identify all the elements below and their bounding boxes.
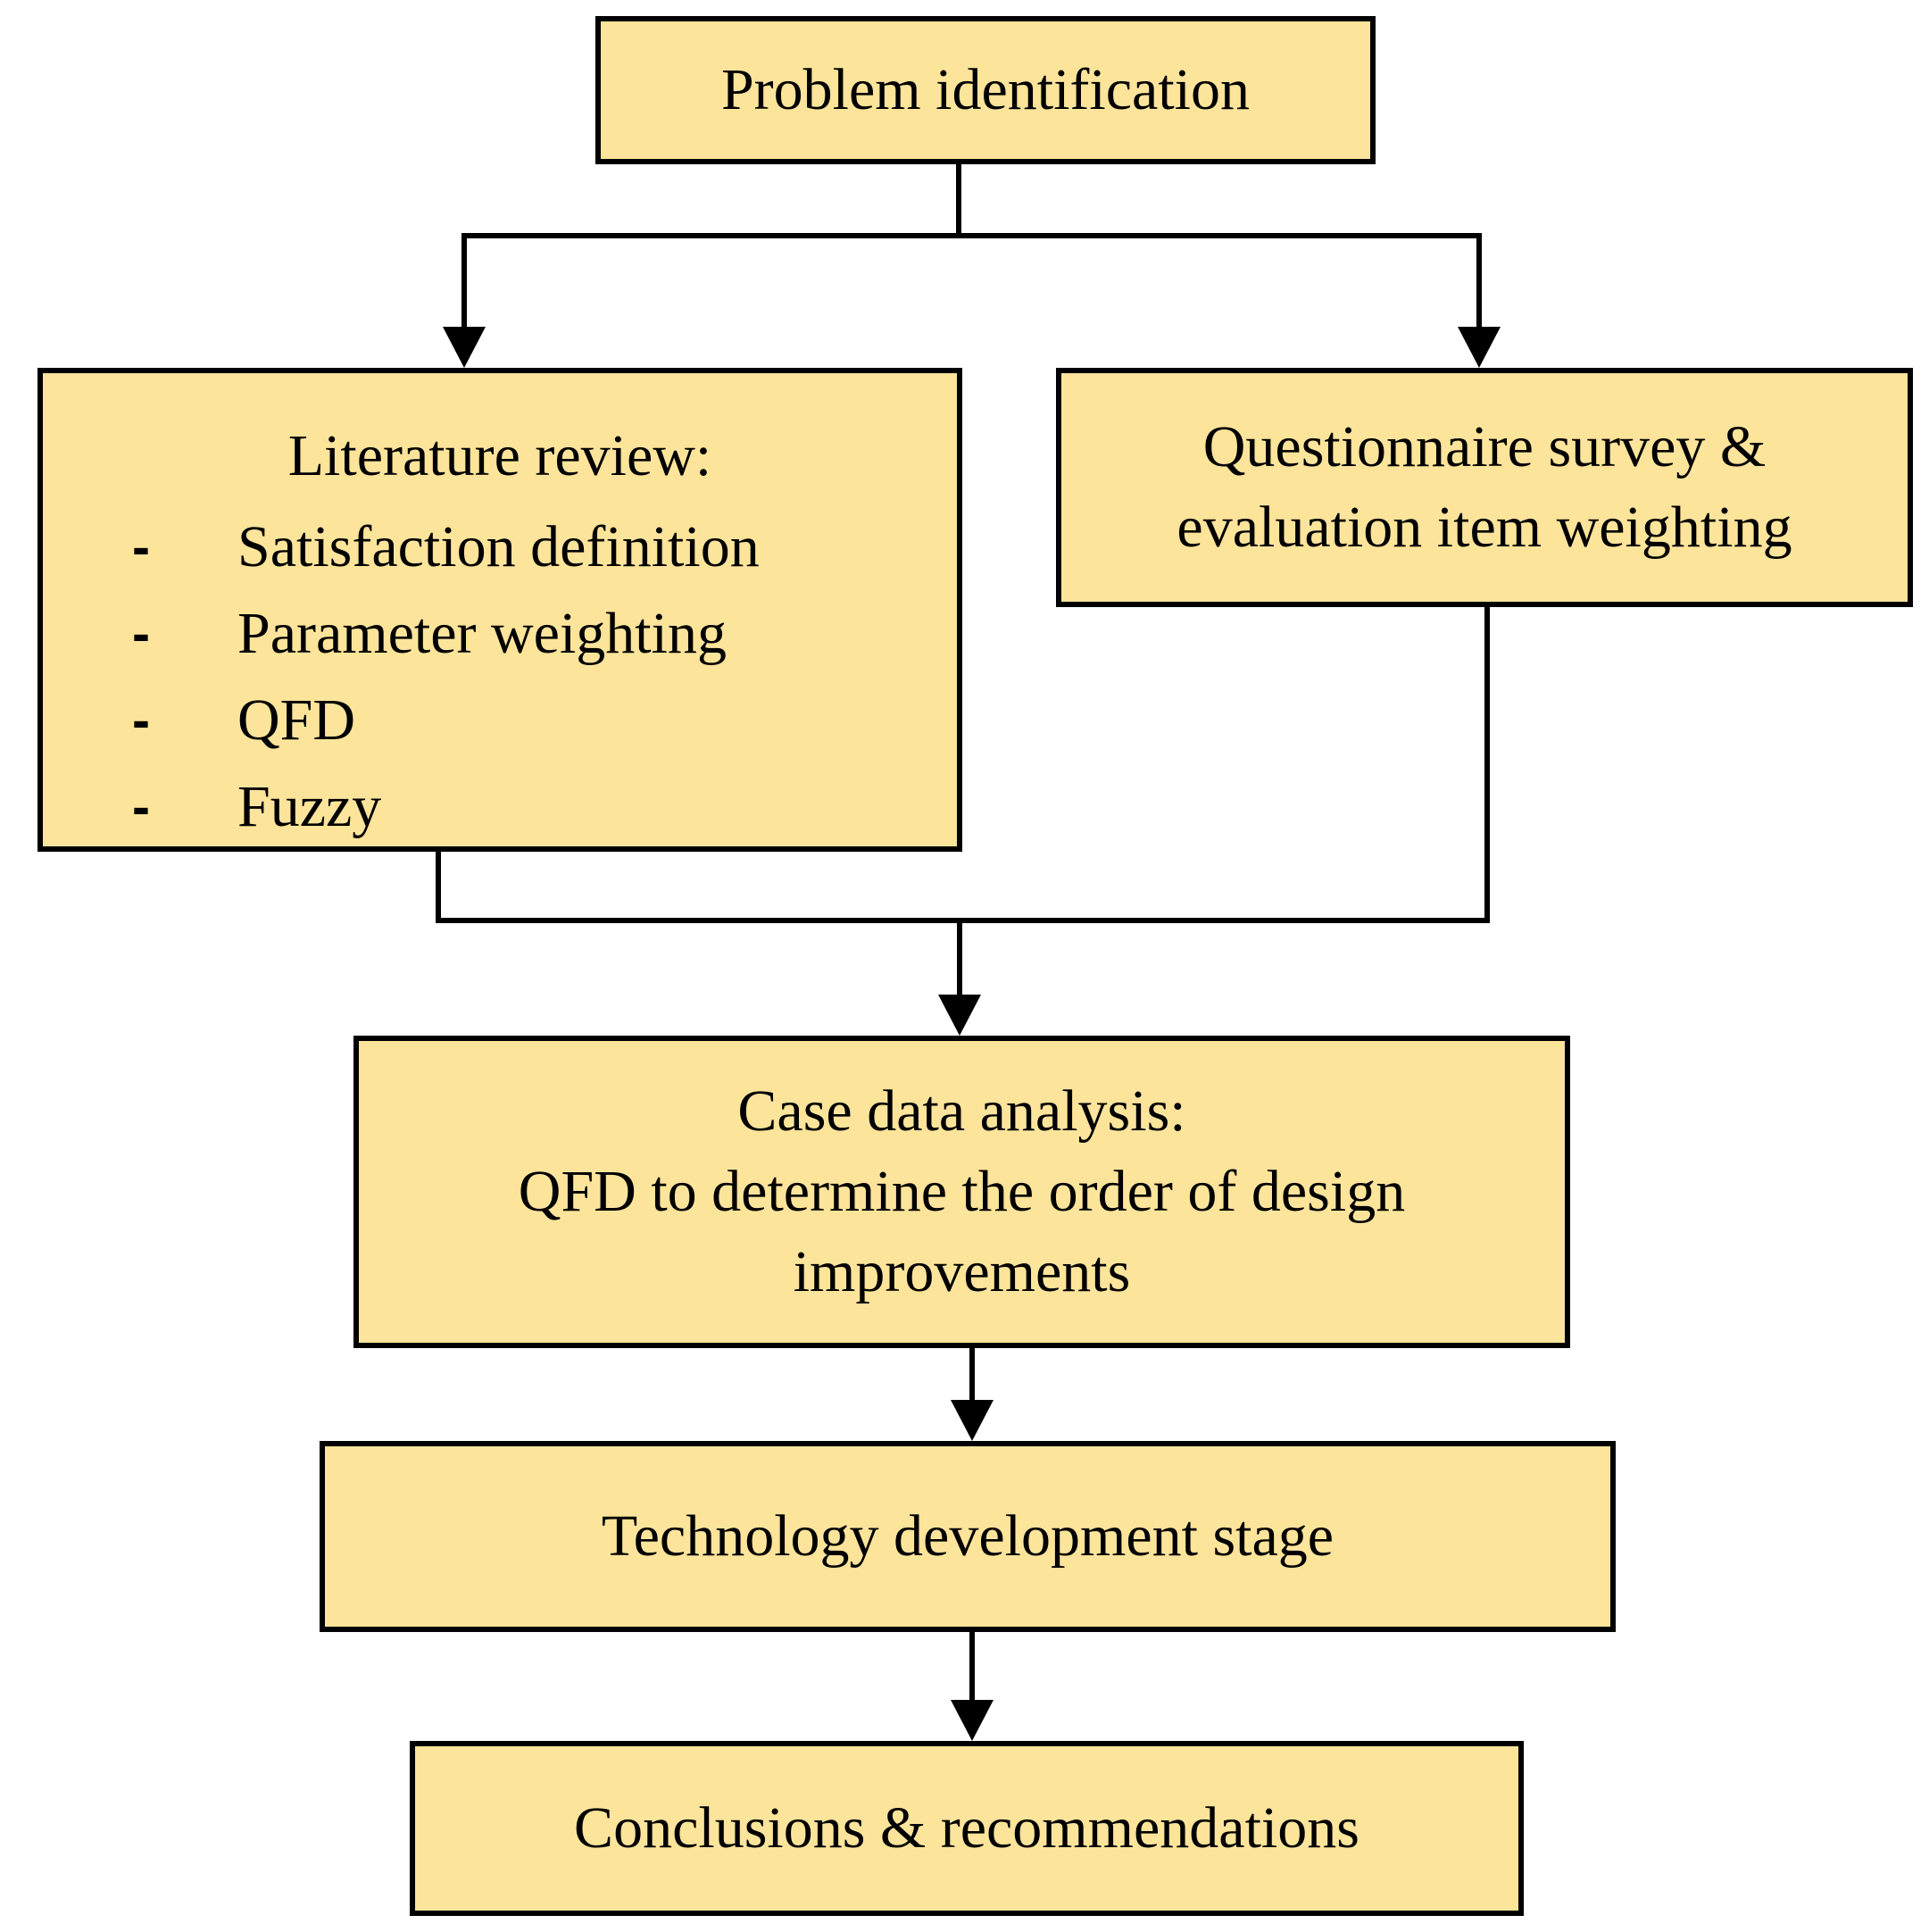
arrowhead-technology bbox=[951, 1400, 994, 1441]
node-conclusions: Conclusions & recommendations bbox=[410, 1741, 1524, 1916]
arrowhead-case bbox=[938, 995, 981, 1036]
node-label-line: QFD to determine the order of design bbox=[518, 1159, 1406, 1224]
list-item-text: Parameter weighting bbox=[237, 600, 727, 666]
node-technology-development: Technology development stage bbox=[320, 1441, 1616, 1632]
literature-topic-list: - Satisfaction definition - Parameter we… bbox=[43, 504, 957, 850]
node-label-line: evaluation item weighting bbox=[1177, 495, 1792, 560]
list-item: - QFD bbox=[132, 677, 957, 763]
dash-bullet: - bbox=[132, 689, 150, 750]
dash-bullet: - bbox=[132, 516, 150, 577]
list-item: - Fuzzy bbox=[132, 763, 957, 850]
node-label-line: improvements bbox=[793, 1239, 1131, 1304]
list-item-text: QFD bbox=[237, 687, 356, 753]
node-label: Conclusions & recommendations bbox=[574, 1795, 1359, 1861]
node-label-line: Questionnaire survey & bbox=[1202, 414, 1767, 479]
arrowhead-questionnaire bbox=[1458, 327, 1501, 368]
list-item-text: Fuzzy bbox=[237, 773, 382, 839]
connector-merge bbox=[436, 604, 1490, 923]
node-case-data-analysis: Case data analysis: QFD to determine the… bbox=[353, 1036, 1570, 1348]
arrowhead-literature bbox=[443, 327, 486, 368]
node-literature-review: Literature review: - Satisfaction defini… bbox=[37, 368, 962, 852]
list-item: - Satisfaction definition bbox=[132, 504, 957, 590]
node-problem-identification: Problem identification bbox=[595, 16, 1376, 164]
list-item-text: Satisfaction definition bbox=[237, 513, 760, 579]
node-questionnaire-survey: Questionnaire survey & evaluation item w… bbox=[1056, 368, 1913, 607]
node-label: Technology development stage bbox=[601, 1503, 1335, 1569]
dash-bullet: - bbox=[132, 776, 150, 837]
node-title: Literature review: bbox=[287, 423, 712, 488]
node-label: Problem identification bbox=[720, 57, 1251, 122]
dash-bullet: - bbox=[132, 603, 150, 663]
list-item: - Parameter weighting bbox=[132, 590, 957, 677]
node-label-line: Case data analysis: bbox=[737, 1078, 1186, 1144]
arrowhead-conclusions bbox=[951, 1700, 994, 1741]
